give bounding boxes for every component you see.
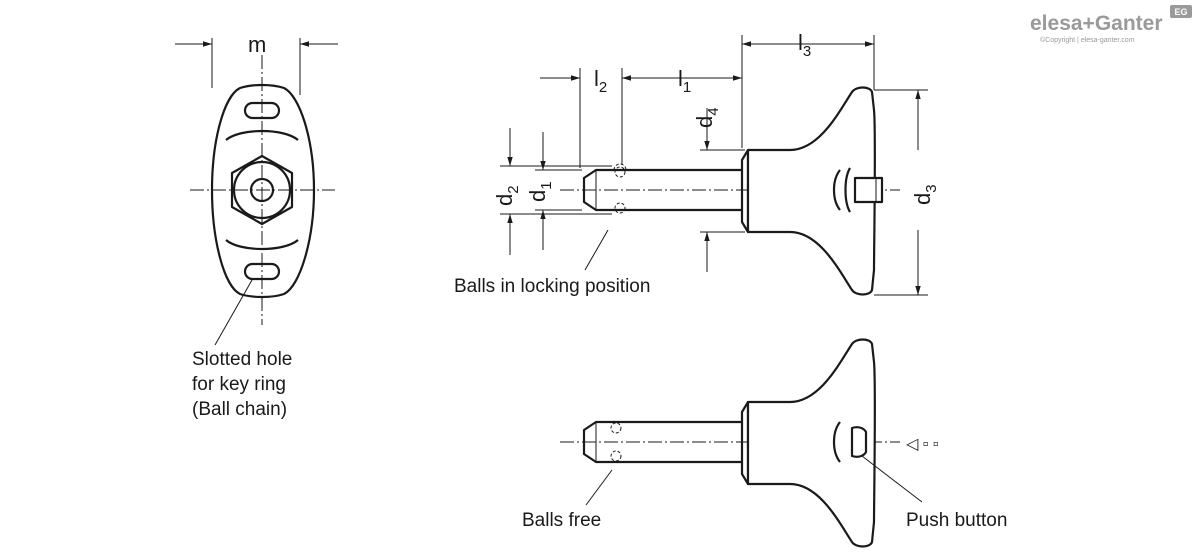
brand-logo: elesa+Ganter EG ©Copyright | elesa-gante… xyxy=(1030,5,1192,44)
logo-badge-text: EG xyxy=(1174,7,1187,17)
handle-groove-inner xyxy=(844,167,851,213)
free-ball-top xyxy=(610,422,622,434)
logo-badge xyxy=(1170,5,1192,18)
front-view: m Slotted hole for key ring (Ball chain) xyxy=(175,32,338,420)
handle-groove xyxy=(832,169,841,211)
slotted-hole-top xyxy=(243,101,281,120)
dim-d2: d2 xyxy=(492,185,522,206)
boss-circle xyxy=(232,160,292,220)
free-handle-body xyxy=(746,338,876,548)
free-pin-shaft xyxy=(582,420,742,464)
dim-l3: l3 xyxy=(798,30,811,60)
free-push-button xyxy=(850,426,868,458)
dim-d3: d3 xyxy=(910,184,940,205)
label-balls-free: Balls free xyxy=(522,510,601,531)
label-slotted-hole-3: (Ball chain) xyxy=(192,399,287,420)
dim-m: m xyxy=(248,32,266,57)
label-balls-locking: Balls in locking position xyxy=(454,276,650,297)
pin-shaft xyxy=(582,168,742,212)
side-view-locked: l3 l2 l1 d4 d2 d1 d3 Balls xyxy=(454,30,940,297)
push-button-leader xyxy=(861,455,923,503)
ball-top-circle xyxy=(614,166,626,178)
label-slotted-hole-1: Slotted hole xyxy=(192,349,292,370)
ball-top xyxy=(613,163,627,171)
free-handle-groove xyxy=(832,421,841,463)
free-ball-bottom xyxy=(610,450,622,462)
slotted-hole-bottom xyxy=(243,262,281,281)
logo-copyright: ©Copyright | elesa-ganter.com xyxy=(1040,36,1135,44)
label-push-button: Push button xyxy=(906,510,1007,531)
boss-arc-top xyxy=(225,130,299,141)
balls-free-leader xyxy=(585,469,613,506)
side-view-free: ◁ ▫ ▫ Balls free Push button xyxy=(522,338,1007,548)
dim-l1: l1 xyxy=(678,66,691,96)
balls-locking-leader xyxy=(584,229,609,271)
dim-l2: l2 xyxy=(594,66,607,96)
label-slotted-hole-2: for key ring xyxy=(192,374,286,395)
slotted-hole-leader xyxy=(214,279,253,346)
logo-text: elesa+Ganter xyxy=(1030,12,1163,35)
dim-d1: d1 xyxy=(525,181,555,202)
pin-circle xyxy=(249,177,275,203)
dim-d4: d4 xyxy=(692,107,722,128)
knob-outline xyxy=(210,83,316,299)
hex-nut xyxy=(230,154,294,226)
push-button-stub xyxy=(853,176,884,204)
boss-arc-bottom xyxy=(225,239,299,250)
ball-bottom-circle xyxy=(614,202,626,214)
push-direction-marks: ◁ ▫ ▫ xyxy=(905,436,939,453)
